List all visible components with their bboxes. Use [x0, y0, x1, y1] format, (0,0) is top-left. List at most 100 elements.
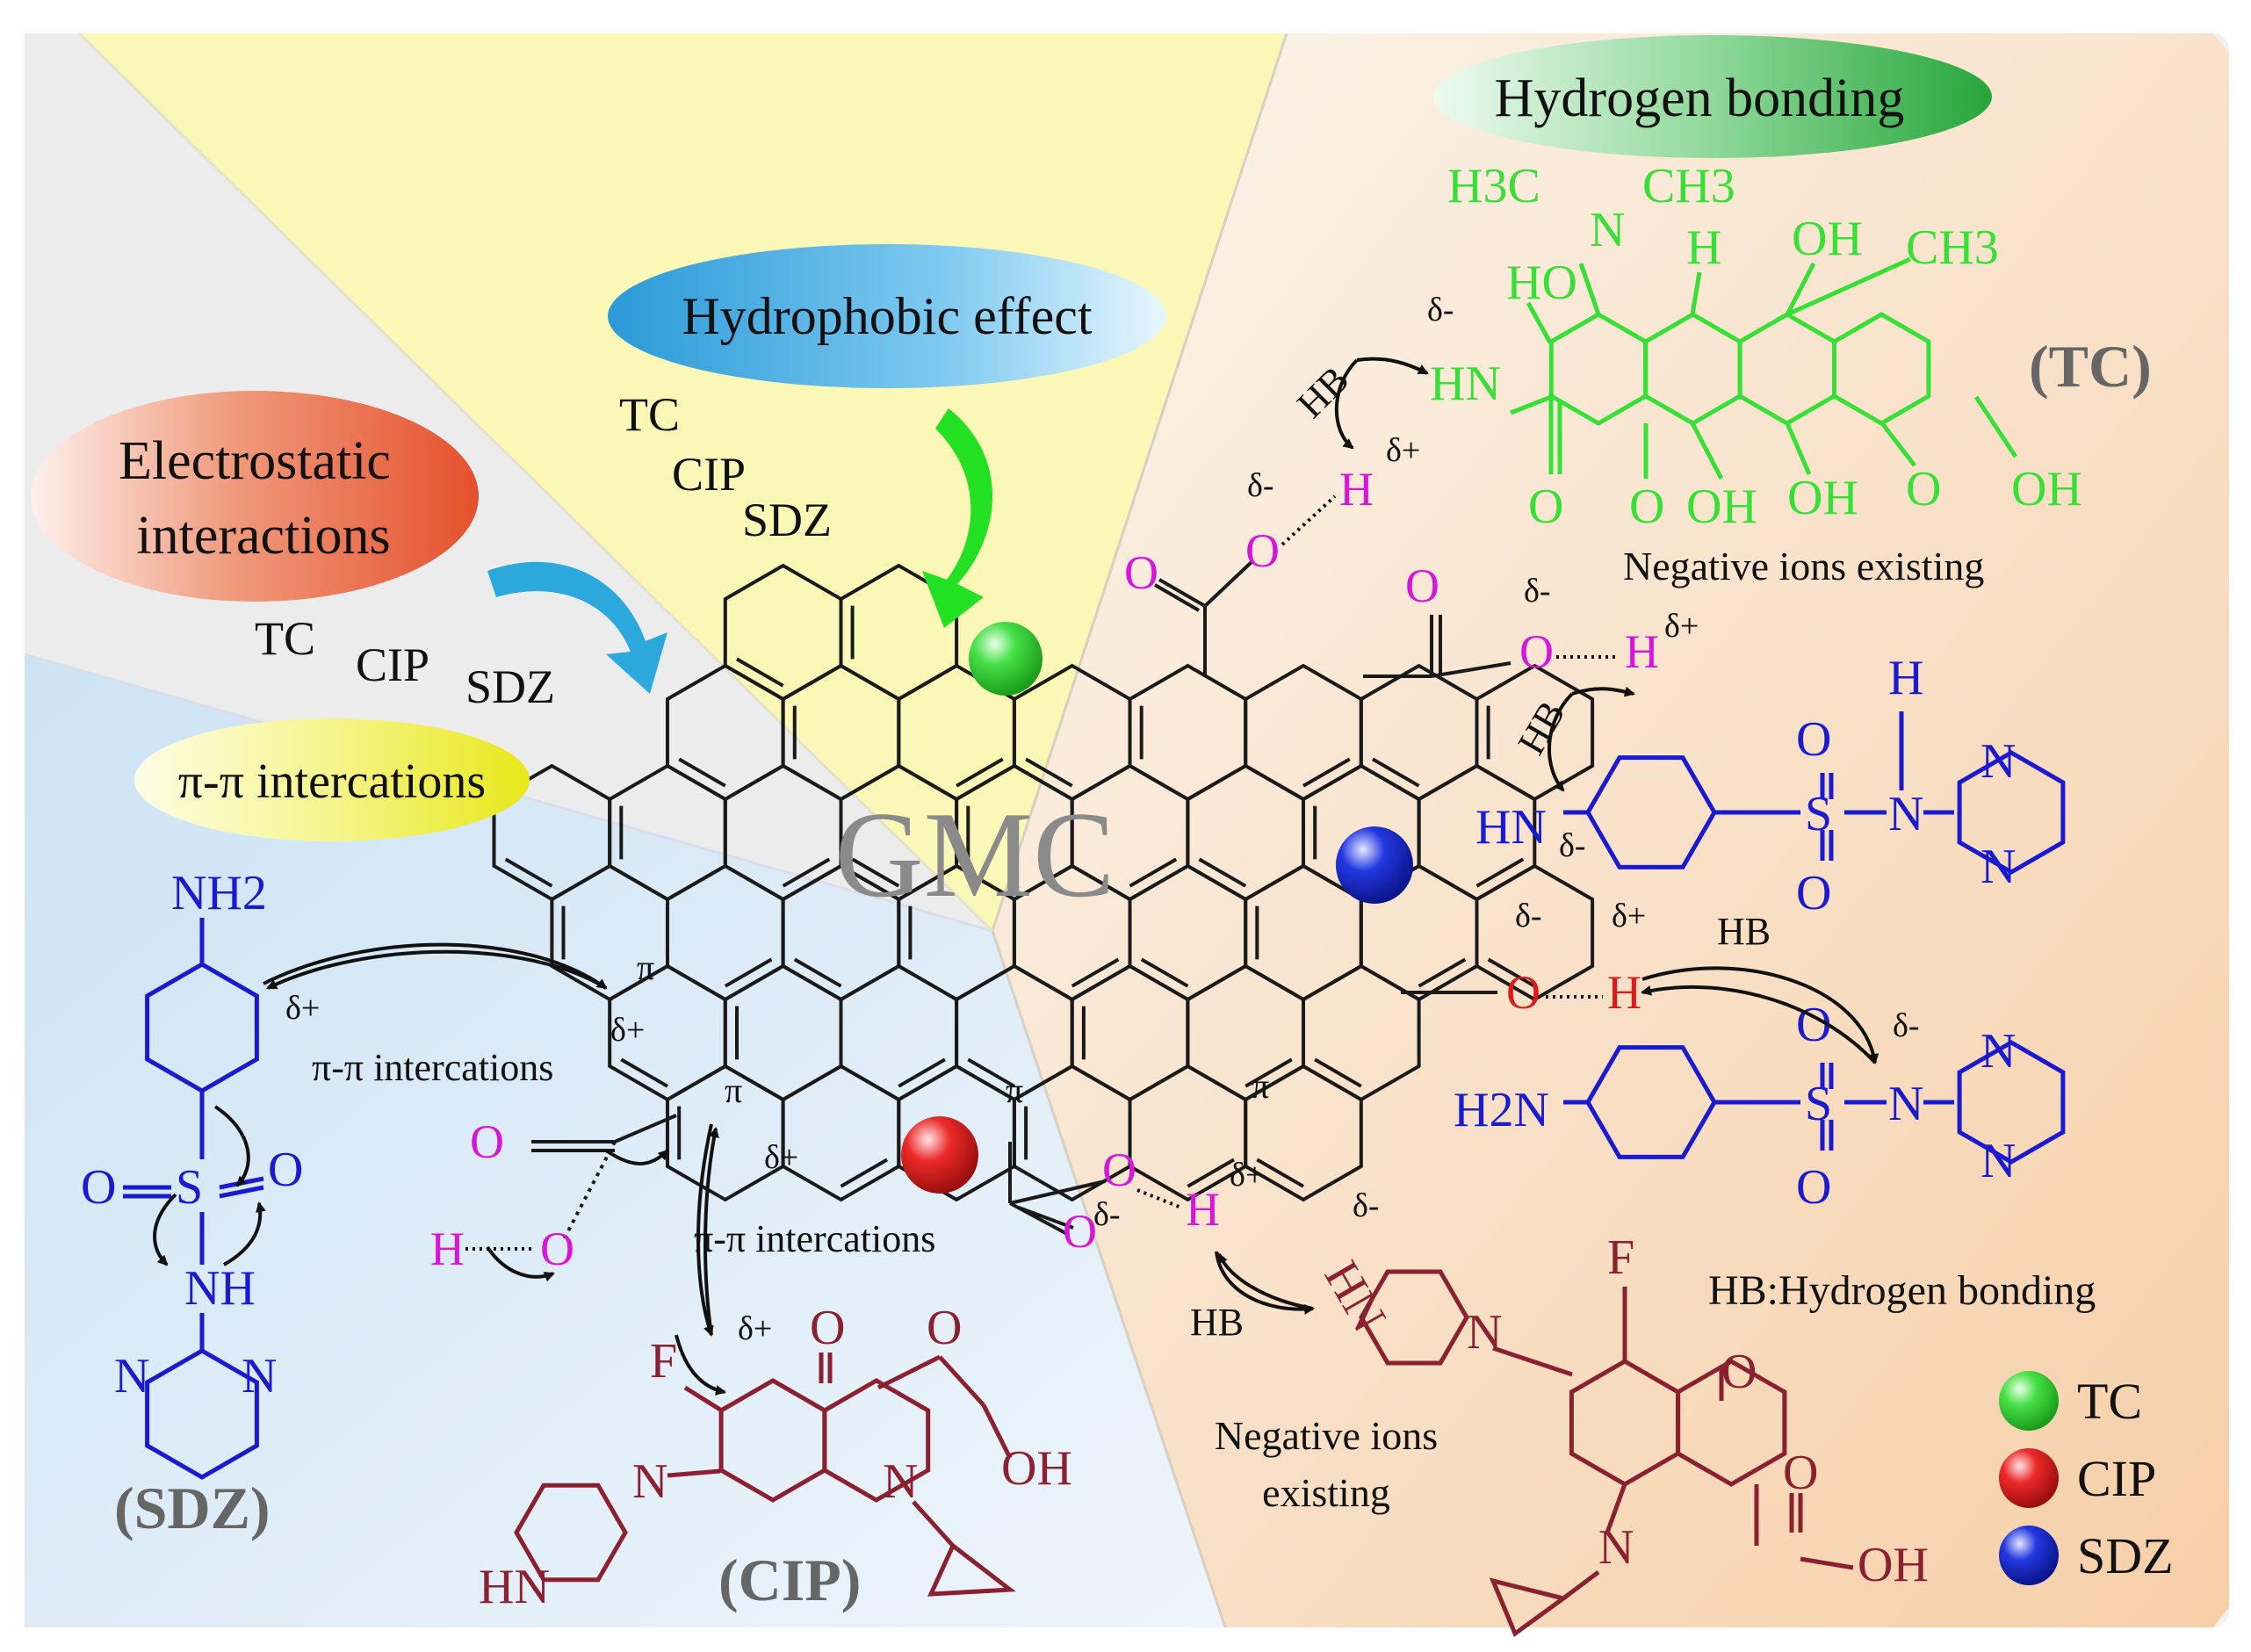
gmc-double-bond [782, 857, 831, 888]
tc-oh-top: OH [1792, 212, 1863, 266]
delta-plus: δ+ [1230, 1157, 1264, 1194]
gmc-double-bond [1245, 1057, 1293, 1088]
cip-bottom-f: F [650, 1334, 677, 1389]
delta-minus: δ- [1247, 467, 1274, 504]
atom-h: H [1339, 463, 1374, 516]
electrostatic-tc: TC [255, 612, 315, 665]
gmc-double-bond [1418, 957, 1467, 988]
gmc-double-bond [1256, 1158, 1304, 1188]
cip-label: (CIP) [718, 1547, 861, 1613]
cip-bond [981, 1403, 1013, 1460]
atom-h: H [1607, 966, 1641, 1019]
hb-dotted-bonds [465, 494, 1618, 1251]
gmc-double-bond [1187, 1158, 1236, 1188]
gmc-double-bond [1198, 857, 1247, 888]
gmc-group-atoms: O O H O O H O O H O H O [430, 463, 1659, 1275]
gmc-oh-red: O H [1506, 966, 1641, 1019]
cip-bond [667, 1468, 721, 1478]
cip-right-oh: OH [1858, 1538, 1929, 1592]
sdz-right-atoms: HN S O O N H N N H2N S O O N N N [1454, 651, 2016, 1215]
atom-o: O [540, 1223, 574, 1275]
tc-o1: O [1528, 480, 1563, 534]
cip-cyclopropyl [1489, 1577, 1569, 1637]
hydrophobic-cip: CIP [672, 448, 746, 501]
hb-arrows [1215, 357, 1879, 1315]
pi-marker-2: π [725, 1071, 742, 1110]
cip-negative-ions-line2: existing [1262, 1470, 1390, 1515]
gmc-double-bond [724, 957, 773, 988]
sdz2-o-bottom: O [1796, 1160, 1831, 1215]
tc-label: (TC) [2029, 333, 2152, 400]
tc-bond [1785, 262, 1816, 316]
sdz-left-n2: N [242, 1349, 277, 1403]
cip-bond [912, 1500, 955, 1547]
electrostatic-pollutants: TC CIP SDZ [255, 612, 555, 713]
gmc-double-bond [1071, 957, 1120, 988]
gmc-double-bond [898, 1057, 946, 1088]
atom-o: O [1519, 625, 1554, 678]
tc-ch3-right: CH3 [1906, 220, 1999, 275]
hydrophobic-sdz: SDZ [742, 494, 832, 546]
gmc-graphene-sheet [492, 563, 1595, 1202]
legend-label-sdz: SDZ [2077, 1527, 2174, 1584]
delta-minus: δ- [1515, 898, 1542, 934]
hydrophobic-arrow [922, 408, 992, 628]
pi-pi-label: π-π intercations [178, 754, 486, 809]
pi-pi-left-label: π-π intercations [312, 1046, 553, 1089]
delta-plus: δ+ [285, 990, 320, 1027]
tc-h: H [1686, 220, 1721, 275]
atom-o: O [1102, 1143, 1136, 1196]
electrostatic-sdz: SDZ [465, 660, 555, 713]
cip-molecule-right [1359, 1269, 1854, 1637]
sdz1-h: H [1888, 651, 1923, 705]
atom-o: O [1405, 559, 1439, 612]
pi-pi-bottom-label: π-π intercations [694, 1217, 935, 1260]
atom-h: H [1625, 625, 1659, 678]
tc-h3c: H3C [1447, 159, 1540, 213]
pi-pi-arrows [153, 942, 726, 1396]
delta-plus: δ+ [1664, 608, 1699, 645]
tc-ch3-top: CH3 [1642, 159, 1735, 213]
tc-bond [1526, 301, 1553, 344]
hb-label-cip: HB [1190, 1301, 1244, 1344]
electrostatic-sector [25, 33, 992, 931]
ball-legend: TC CIP SDZ [1999, 1371, 2174, 1585]
legend-ball-sdz [1999, 1526, 2059, 1585]
cip-piperazine-ring [514, 1482, 628, 1583]
sdz-left-s: S [176, 1160, 203, 1215]
tc-bond [1880, 422, 1916, 467]
delta-minus: δ- [1093, 1196, 1121, 1233]
cip-bottom-hn: HN [479, 1560, 550, 1614]
sdz1-o-top: O [1796, 712, 1831, 767]
pi-marker-1: π [637, 948, 654, 987]
cip-ring [1676, 1359, 1787, 1487]
sdz-molecule-left [123, 918, 264, 1480]
sdz-bond [219, 1185, 264, 1199]
delta-minus: δ- [1353, 1187, 1380, 1224]
tc-bond [1973, 395, 2018, 458]
gmc-double-bond [840, 1158, 889, 1188]
legend-label-tc: TC [2077, 1373, 2142, 1430]
cip-bottom-n1: N [632, 1454, 667, 1509]
sdz2-n: N [1888, 1077, 1923, 1131]
cip-bond [1605, 1483, 1627, 1533]
sdz-adsorbed-ball [1336, 826, 1413, 904]
hydrogen-bonding-sector [992, 33, 2229, 1627]
legend-ball-tc [1999, 1371, 2059, 1431]
gmc-double-bond [956, 757, 1004, 788]
tc-atoms: H3C CH3 N H OH CH3 HO HN O O OH OH O OH [1430, 159, 2082, 534]
tc-negative-ions: Negative ions existing [1623, 544, 1984, 588]
legend-label-cip: CIP [2077, 1450, 2156, 1507]
atom-o: O [1063, 1205, 1097, 1258]
hydrophobic-effect-badge: Hydrophobic effect [608, 244, 1166, 388]
delta-plus: δ+ [610, 1012, 645, 1049]
cip-bottom-oh: OH [1001, 1441, 1072, 1496]
electrostatic-arrow [487, 561, 667, 694]
gmc-double-bond [1025, 757, 1073, 788]
sdz2-h2n: H2N [1454, 1083, 1549, 1137]
tc-oh-right: OH [2011, 462, 2082, 516]
hydrophobic-effect-label: Hydrophobic effect [682, 287, 1092, 345]
cip-piperazine-ring [1359, 1269, 1469, 1366]
atom-o: O [1124, 546, 1158, 599]
tc-bond [1690, 422, 1724, 480]
